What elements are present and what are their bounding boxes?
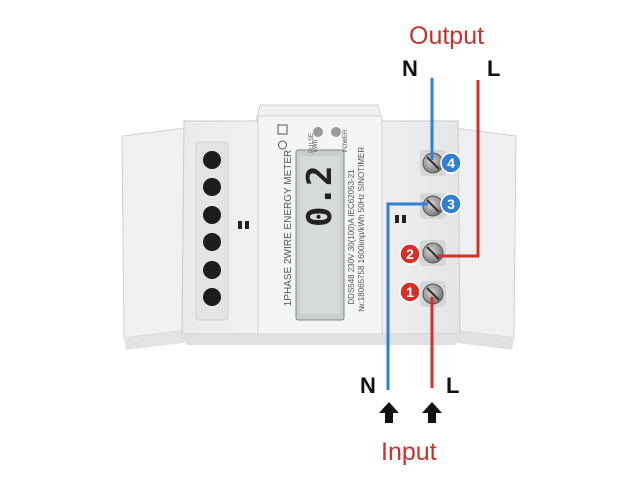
terminal-badge-1: 1 bbox=[399, 281, 421, 303]
right-din-slot-marks bbox=[395, 215, 406, 223]
left-din-slot-marks bbox=[238, 221, 249, 229]
meter-spec-line-2: №:18065758 1600imp/kWh 50Hz SINOTIMER bbox=[357, 146, 366, 312]
input-neutral-arrow-icon bbox=[379, 402, 399, 423]
meter-reading: 0.2 bbox=[300, 165, 340, 227]
left-terminal-holes bbox=[203, 151, 221, 306]
terminal-screw-4 bbox=[420, 150, 446, 176]
output-live-label: L bbox=[487, 56, 501, 81]
input-label: Input bbox=[381, 438, 437, 466]
terminal-badge-2: 2 bbox=[399, 243, 421, 265]
input-neutral-label: N bbox=[360, 373, 376, 398]
terminal-screw-1 bbox=[420, 281, 446, 307]
power-label: POWER bbox=[343, 129, 349, 153]
input-live-arrow-icon bbox=[422, 402, 442, 423]
input-neutral-wire bbox=[386, 202, 428, 390]
input-live-label: L bbox=[446, 373, 460, 398]
output-live-wire bbox=[438, 80, 480, 258]
terminal-number-4: 4 bbox=[447, 155, 455, 171]
lcd-display bbox=[295, 149, 345, 321]
meter-spec-line-1: DDS548 230V 30(100)A IEC62053-21 bbox=[347, 169, 356, 305]
terminal-badge-3: 3 bbox=[440, 193, 462, 215]
terminal-badge-4: 4 bbox=[440, 152, 462, 174]
right-din-flap bbox=[450, 127, 517, 350]
output-label: Output bbox=[409, 22, 485, 50]
left-din-flap bbox=[121, 127, 190, 350]
terminal-screw-2 bbox=[420, 240, 446, 266]
output-neutral-label: N bbox=[402, 56, 418, 81]
terminal-number-2: 2 bbox=[406, 246, 414, 262]
terminal-number-1: 1 bbox=[406, 284, 414, 300]
meter-title-text: 1PHASE 2WIRE ENERGY METER bbox=[283, 149, 294, 307]
terminal-number-3: 3 bbox=[447, 196, 455, 212]
terminal-screw-3 bbox=[420, 193, 446, 219]
indicator-panel bbox=[277, 124, 341, 150]
kwh-label: kWh bbox=[313, 140, 319, 152]
